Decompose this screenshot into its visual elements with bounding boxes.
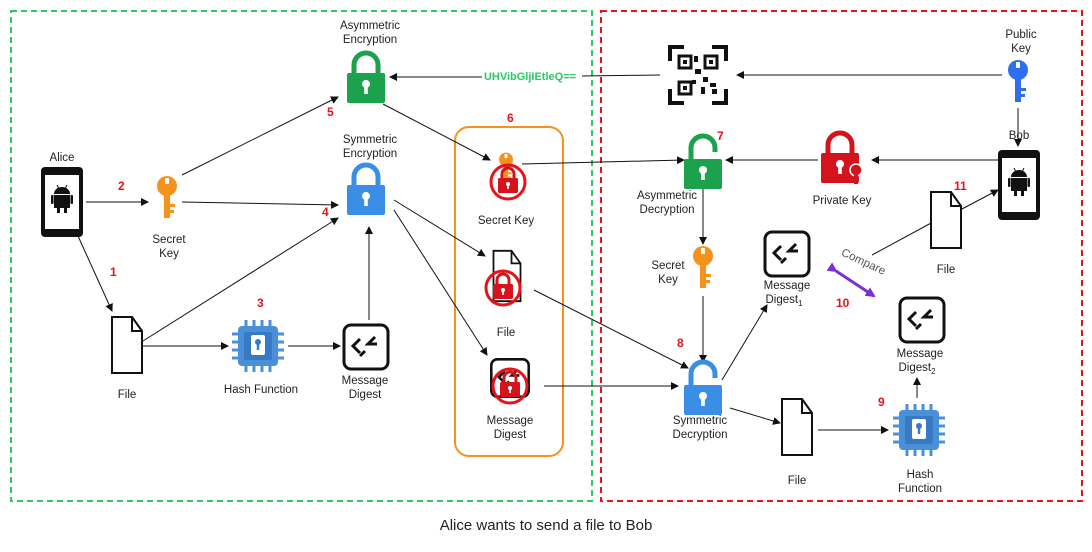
bob-hash-function-chip-icon bbox=[891, 402, 947, 458]
bob-secret-key-label-2: Key bbox=[658, 274, 678, 286]
bob-public-key-icon bbox=[1008, 60, 1028, 102]
alice-phone-icon bbox=[40, 166, 84, 238]
step-6: 6 bbox=[507, 111, 514, 125]
message-digest-1-icon bbox=[763, 230, 811, 278]
asymmetric-decryption-label-1: Asymmetric bbox=[637, 190, 697, 202]
alice-file-icon bbox=[111, 316, 143, 374]
step-11: 11 bbox=[954, 179, 967, 193]
bob-decrypted-file-label: File bbox=[788, 475, 807, 487]
bob-received-file-label: File bbox=[937, 264, 956, 276]
step-10: 10 bbox=[836, 296, 850, 310]
symmetric-decryption-label-2: Decryption bbox=[673, 429, 728, 441]
bob-hash-function-label-1: Hash bbox=[907, 469, 934, 481]
alice-digest-label-2: Digest bbox=[349, 389, 382, 401]
public-key-label-2: Key bbox=[1011, 43, 1031, 55]
step-9: 9 bbox=[878, 395, 885, 409]
bob-label: Bob bbox=[1009, 130, 1029, 142]
step-2: 2 bbox=[118, 179, 125, 193]
private-key-label: Private Key bbox=[813, 195, 872, 207]
symmetric-encryption-lock-icon bbox=[347, 165, 385, 215]
bob-decrypted-file-icon bbox=[781, 398, 813, 456]
alice-label: Alice bbox=[50, 152, 75, 164]
alice-hash-function-label: Hash Function bbox=[224, 384, 298, 396]
bob-secret-key-label-1: Secret bbox=[651, 260, 685, 272]
step-7: 7 bbox=[717, 129, 724, 143]
package-secret-key-label: Secret Key bbox=[478, 215, 534, 227]
alice-message-digest-icon bbox=[342, 323, 390, 371]
alice-digest-label-1: Message bbox=[342, 375, 389, 387]
encoded-public-key-label: UHVibGljIEtleQ== bbox=[484, 71, 576, 83]
message-digest-2-label-2: Digest2 bbox=[898, 362, 936, 376]
step-4: 4 bbox=[322, 205, 329, 219]
step-1: 1 bbox=[110, 265, 117, 279]
message-digest-1-label-1: Message bbox=[764, 280, 811, 292]
step-8: 8 bbox=[677, 336, 684, 350]
asymmetric-encryption-label-1: Asymmetric bbox=[340, 20, 400, 32]
compare-arrow bbox=[826, 262, 876, 298]
package-digest-label-1: Message bbox=[487, 415, 534, 427]
message-digest-1-label-2: Digest1 bbox=[765, 294, 803, 308]
compare-label: Compare bbox=[839, 247, 887, 278]
alice-region bbox=[10, 10, 593, 502]
step-3: 3 bbox=[257, 296, 264, 310]
bob-received-file-icon bbox=[930, 191, 962, 249]
bob-phone-icon bbox=[997, 149, 1041, 221]
asymmetric-encryption-label-2: Encryption bbox=[343, 34, 397, 46]
bob-secret-key-icon bbox=[693, 246, 713, 288]
qr-code-icon bbox=[668, 45, 728, 105]
alice-secret-key-label-1: Secret bbox=[152, 234, 186, 246]
figure-caption: Alice wants to send a file to Bob bbox=[439, 517, 653, 534]
asymmetric-encryption-lock-icon bbox=[347, 53, 385, 103]
alice-secret-key-icon bbox=[157, 176, 177, 218]
private-key-lock-icon bbox=[821, 133, 863, 184]
connectors bbox=[77, 71, 1022, 434]
symmetric-decryption-lock-icon bbox=[684, 362, 722, 415]
step-5: 5 bbox=[327, 105, 334, 119]
message-digest-2-label-1: Message bbox=[897, 348, 944, 360]
alice-file-label: File bbox=[118, 389, 137, 401]
symmetric-encryption-label-2: Encryption bbox=[343, 148, 397, 160]
asymmetric-decryption-lock-icon bbox=[684, 136, 722, 189]
package-file-label: File bbox=[497, 327, 516, 339]
bob-region bbox=[600, 10, 1083, 502]
asymmetric-decryption-label-2: Decryption bbox=[640, 204, 695, 216]
package-box bbox=[454, 126, 564, 457]
package-digest-label-2: Digest bbox=[494, 429, 527, 441]
symmetric-decryption-label-1: Symmetric bbox=[673, 415, 728, 427]
bob-hash-function-label-2: Function bbox=[898, 483, 942, 495]
message-digest-2-icon bbox=[898, 296, 946, 344]
symmetric-encryption-label-1: Symmetric bbox=[343, 134, 398, 146]
alice-hash-function-chip-icon bbox=[230, 318, 286, 374]
alice-secret-key-label-2: Key bbox=[159, 248, 179, 260]
public-key-label-1: Public bbox=[1005, 29, 1037, 41]
